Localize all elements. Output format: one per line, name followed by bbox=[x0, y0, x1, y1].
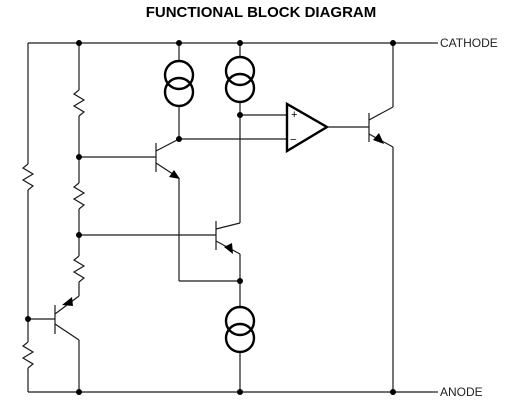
diagram-title: FUNCTIONAL BLOCK DIAGRAM bbox=[146, 4, 377, 21]
cathode-pin: CATHODE bbox=[432, 36, 498, 50]
transistor-q4 bbox=[368, 43, 394, 392]
anode-pin: ANODE bbox=[432, 385, 483, 399]
current-source-3 bbox=[224, 305, 256, 392]
transistor-q1 bbox=[54, 295, 80, 392]
junction-dots bbox=[25, 40, 396, 395]
transistor-q2 bbox=[79, 138, 240, 282]
transistor-q3 bbox=[79, 221, 241, 307]
op-amp-minus-sign: − bbox=[290, 134, 296, 146]
current-source-1 bbox=[163, 43, 195, 139]
op-amp-plus-sign: + bbox=[291, 109, 297, 121]
current-source-2 bbox=[224, 43, 287, 223]
left-divider-string bbox=[21, 43, 35, 392]
anode-label: ANODE bbox=[440, 385, 483, 399]
cathode-label: CATHODE bbox=[440, 36, 498, 50]
op-amp: + − bbox=[285, 101, 369, 154]
inner-resistor-string bbox=[72, 43, 86, 296]
